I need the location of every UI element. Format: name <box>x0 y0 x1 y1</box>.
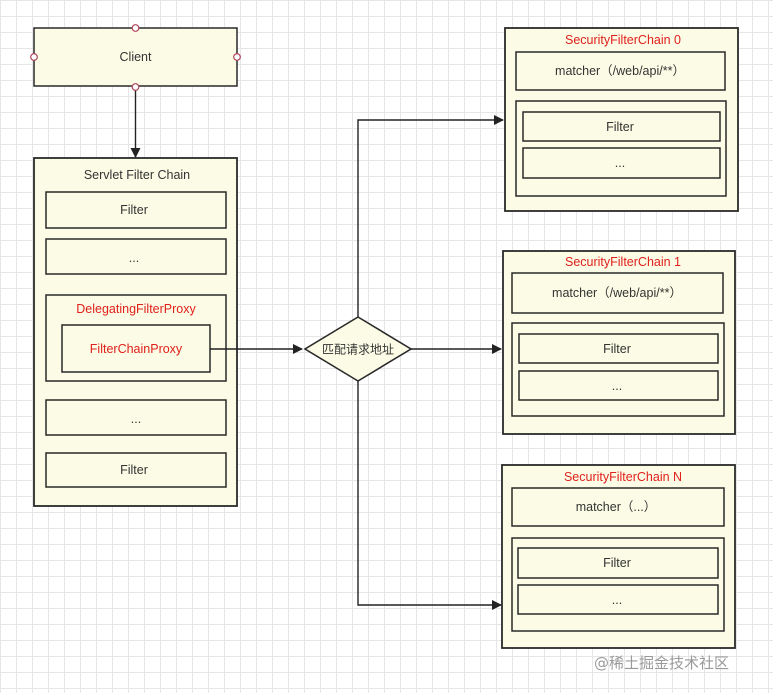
decision-to-chain-n-arrow <box>357 381 502 610</box>
filter-chain-proxy-label: FilterChainProxy <box>90 342 183 356</box>
chain-n-title: SecurityFilterChain N <box>564 470 682 484</box>
chain-1-ellipsis <box>518 370 719 401</box>
chain-n-matcher <box>511 487 725 527</box>
chain-1-matcher-label: matcher（/web/api/**） <box>552 286 682 300</box>
watermark: @稀土掘金技术社区 <box>594 654 729 672</box>
servlet-ellipsis-top-label: ... <box>129 251 139 265</box>
client-port-left <box>30 53 38 61</box>
chain-n-matcher-label: matcher（...） <box>576 500 657 514</box>
servlet-filter-top-label: Filter <box>120 203 148 217</box>
chain-0-matcher <box>515 51 726 91</box>
chain-1-title: SecurityFilterChain 1 <box>565 255 681 269</box>
chain-1-filter-label: Filter <box>603 342 631 356</box>
chain-0-filter-label: Filter <box>606 120 634 134</box>
servlet-filter-chain: Servlet Filter Chain Filter ... Delegati… <box>33 157 238 507</box>
chain-1-filter <box>518 333 719 364</box>
client-label: Client <box>120 50 152 64</box>
security-filter-chain-n: SecurityFilterChain N matcher（...） Filte… <box>501 464 736 649</box>
chain-n-filter-label: Filter <box>603 556 631 570</box>
servlet-ellipsis-top <box>45 238 227 275</box>
chain-n-ellipsis-label: ... <box>612 593 622 607</box>
filter-chain-proxy <box>61 324 211 373</box>
servlet-filter-top <box>45 191 227 229</box>
chain-0-ellipsis-label: ... <box>615 156 625 170</box>
chain-0-matcher-label: matcher（/web/api/**） <box>555 64 685 78</box>
chain-1-matcher <box>511 272 724 314</box>
decision-node: 匹配请求地址 <box>303 316 413 382</box>
delegating-filter-proxy-label: DelegatingFilterProxy <box>76 302 196 316</box>
servlet-ellipsis-bottom <box>45 399 227 436</box>
client-port-bottom <box>131 83 140 91</box>
servlet-filter-bottom <box>45 452 227 488</box>
client-node: Client <box>30 24 241 87</box>
chain-0-ellipsis <box>522 147 721 179</box>
chain-n-ellipsis <box>517 584 719 615</box>
servlet-ellipsis-bottom-label: ... <box>131 412 141 426</box>
chain-n-filter <box>517 547 719 579</box>
chain-1-ellipsis-label: ... <box>612 379 622 393</box>
client-port-right <box>233 53 241 61</box>
servlet-chain-title: Servlet Filter Chain <box>84 168 190 182</box>
servlet-filter-bottom-label: Filter <box>120 463 148 477</box>
chain-0-filter <box>522 111 721 142</box>
security-filter-chain-1: SecurityFilterChain 1 matcher（/web/api/*… <box>502 250 736 435</box>
security-filter-chain-0: SecurityFilterChain 0 matcher（/web/api/*… <box>504 27 739 212</box>
decision-label: 匹配请求地址 <box>322 343 394 357</box>
chain-0-title: SecurityFilterChain 0 <box>565 33 681 47</box>
client-port-top <box>131 24 140 32</box>
decision-to-chain-0-arrow <box>357 115 504 317</box>
